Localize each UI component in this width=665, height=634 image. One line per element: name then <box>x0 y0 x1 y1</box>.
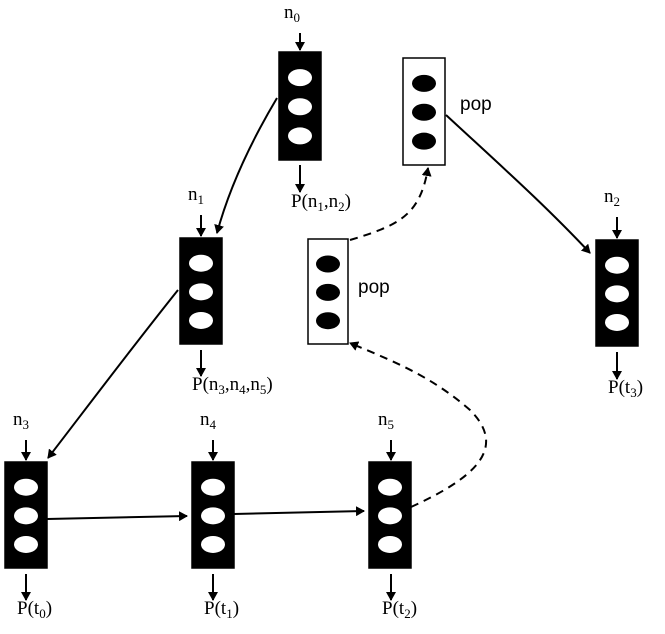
unit-oval <box>605 285 629 303</box>
node-n3 <box>4 440 48 601</box>
unit-oval <box>378 507 402 525</box>
node-pop-upper <box>402 57 446 166</box>
input-label: n1 <box>188 184 204 207</box>
edge-n0-to-n1 <box>214 97 278 234</box>
nodes <box>4 33 639 601</box>
edge-pop-upper-to-n2 <box>445 114 591 254</box>
unit-oval <box>412 103 436 121</box>
output-label: P(t3) <box>608 377 643 400</box>
unit-oval <box>605 313 629 331</box>
input-label: n4 <box>200 409 217 432</box>
unit-oval <box>189 254 213 272</box>
unit-oval <box>378 535 402 553</box>
unit-oval <box>316 283 340 301</box>
pop-label: pop <box>460 94 492 115</box>
unit-oval <box>316 255 340 273</box>
input-label: n5 <box>378 409 394 432</box>
node-n1 <box>179 215 223 377</box>
unit-oval <box>412 74 436 92</box>
edges <box>46 97 591 522</box>
unit-oval <box>412 132 436 150</box>
edge-pop-lower-to-pop-upper <box>349 167 432 241</box>
unit-oval <box>605 256 629 274</box>
unit-oval <box>189 311 213 329</box>
output-label: P(t0) <box>17 598 52 621</box>
unit-oval <box>378 478 402 496</box>
edge-n1-to-n3 <box>47 289 179 459</box>
output-label: P(t2) <box>382 598 417 621</box>
output-label: P(n1,n2) <box>291 191 351 214</box>
unit-oval <box>14 535 38 553</box>
edge-n5-to-pop-lower <box>349 341 488 508</box>
unit-oval <box>288 69 312 87</box>
unit-oval <box>288 127 312 145</box>
unit-oval <box>201 507 225 525</box>
input-label: n2 <box>604 186 620 209</box>
node-n5 <box>368 440 412 601</box>
unit-oval <box>288 98 312 116</box>
labels: n0P(n1,n2) n1P(n3,n4,n5) n2P(t3) n3P(t0) n4P… <box>13 2 643 621</box>
output-label: P(t1) <box>204 598 239 621</box>
node-pop-lower <box>307 238 349 345</box>
unit-oval <box>201 535 225 553</box>
edge-n4-to-n5 <box>233 506 365 517</box>
node-n2 <box>595 217 639 380</box>
node-n0 <box>278 33 322 193</box>
input-label: n3 <box>13 409 29 432</box>
unit-oval <box>14 478 38 496</box>
unit-oval <box>189 283 213 301</box>
unit-oval <box>14 507 38 525</box>
edge-n3-to-n4 <box>46 511 188 522</box>
unit-oval <box>316 312 340 330</box>
output-label: P(n3,n4,n5) <box>192 374 273 397</box>
unit-oval <box>201 478 225 496</box>
input-label: n0 <box>284 2 300 25</box>
pop-label: pop <box>358 277 390 298</box>
node-n4 <box>191 440 235 601</box>
